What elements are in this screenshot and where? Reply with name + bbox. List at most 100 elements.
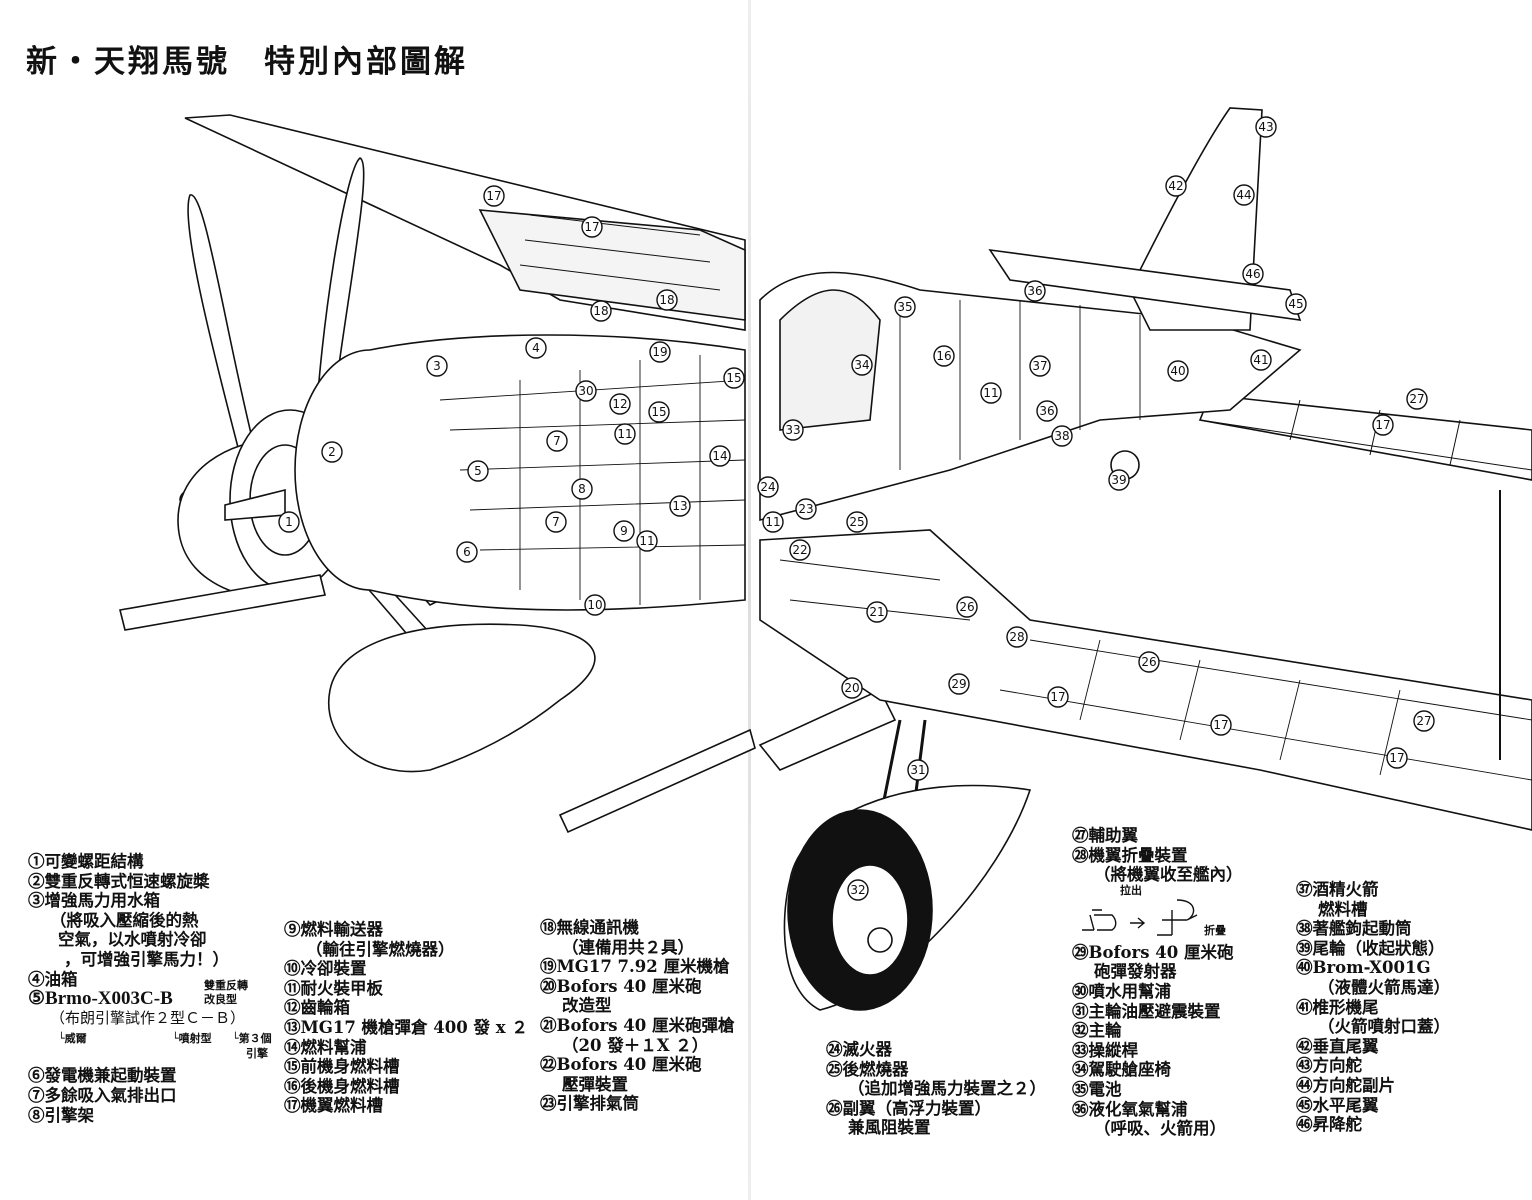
callout-34: 34 (851, 354, 873, 376)
callout-17: 17 (1210, 714, 1232, 736)
legend-item-note: 改造型 (562, 996, 612, 1016)
callout-number: 18 (593, 304, 608, 318)
wing-cannons (119, 574, 897, 834)
callout-number: 3 (433, 359, 441, 373)
callout-number: 35 (897, 300, 912, 314)
legend-item-2: ②雙重反轉式恒速螺旋槳 (28, 871, 210, 891)
callout-7: 7 (545, 511, 567, 533)
callout-circle (1024, 280, 1046, 302)
legend-column-3: ⑱無線通訊機 （連備用共２具） ⑲MG17 7.92 厘米機槍 ⑳Bofors … (540, 918, 735, 1114)
callout-circle (584, 594, 606, 616)
legend-item: ㊶椎形機尾 (1296, 997, 1379, 1017)
wing-fold-sketch: 拉出 折疊 (1072, 883, 1243, 943)
callout-number: 14 (712, 449, 727, 463)
callout-number: 19 (652, 345, 667, 359)
callout-number: 12 (612, 397, 627, 411)
callout-circle (546, 430, 568, 452)
callout-number: 33 (785, 423, 800, 437)
legend-column-4: ㉔滅火器 ㉕後燃燒器 （追加增強馬力裝置之２） ㉖副翼（高浮力裝置） 兼風阻裝置 (826, 1040, 1046, 1138)
legend-item: ㉓引擎排氣筒 (540, 1094, 639, 1114)
callout-number: 28 (1009, 630, 1024, 644)
callout-circle (1233, 184, 1255, 206)
callout-2: 2 (321, 441, 343, 463)
callout-number: 37 (1032, 359, 1047, 373)
callout-27: 27 (1413, 710, 1435, 732)
callout-number: 36 (1039, 404, 1054, 418)
belly-fairing (327, 623, 596, 773)
callout-10: 10 (584, 594, 606, 616)
legend-item: ㊺水平尾翼 (1296, 1095, 1379, 1115)
callout-17: 17 (1386, 747, 1408, 769)
callout-number: 34 (854, 358, 869, 372)
legend-item-5-annotation: 雙重反轉 (204, 979, 248, 992)
callout-13: 13 (669, 495, 691, 517)
callout-circle (456, 541, 478, 563)
callout-number: 15 (651, 405, 666, 419)
callout-number: 17 (1050, 690, 1065, 704)
callout-circle (1210, 714, 1232, 736)
legend-column-1: ①可變螺距結構 ②雙重反轉式恒速螺旋槳 ③增強馬力用水箱 （將吸入壓縮後的熱 空… (28, 852, 245, 1125)
legend-column-6: ㊲酒精火箭 燃料槽 ㊳著艦鉤起動筒 ㊴尾輪（收起狀態） ㊵Brom-X001G … (1296, 880, 1450, 1135)
callout-circle (614, 423, 636, 445)
callout-38: 38 (1051, 425, 1073, 447)
legend-item: ㉔滅火器 (826, 1040, 892, 1059)
callout-number: 39 (1111, 473, 1126, 487)
callout-circle (709, 445, 731, 467)
callout-circle (609, 393, 631, 415)
legend-item: ⑬MG17 機槍彈倉 400 發 x ２ (284, 1017, 528, 1037)
callout-circle (656, 289, 678, 311)
page-title: 新・天翔馬號 特別內部圖解 (26, 44, 468, 80)
legend-column-2: ⑨燃料輸送器 （輸往引擎燃燒器） ⑩冷卻裝置 ⑪耐火裝甲板 ⑫齒輪箱 ⑬MG17… (284, 920, 528, 1116)
callout-14: 14 (709, 445, 731, 467)
callout-27: 27 (1406, 388, 1428, 410)
legend-item: ㉞駕駛艙座椅 (1072, 1060, 1171, 1080)
callout-number: 29 (951, 677, 966, 691)
legend-item: ㉝操縱桿 (1072, 1040, 1138, 1060)
callout-number: 44 (1236, 188, 1251, 202)
legend-item-1: ①可變螺距結構 (28, 852, 144, 871)
callout-number: 17 (1375, 418, 1390, 432)
callout-28: 28 (1006, 626, 1028, 648)
callout-16: 16 (933, 345, 955, 367)
callout-26: 26 (1138, 651, 1160, 673)
callout-circle (894, 296, 916, 318)
legend-item: ㊲酒精火箭 (1296, 880, 1379, 899)
callout-46: 46 (1242, 263, 1264, 285)
callout-circle (1029, 355, 1051, 377)
legend-item: ㊱液化氧氣幫浦 (1072, 1099, 1188, 1119)
wing-fold-arrow-icon (1082, 899, 1198, 936)
callout-circle (948, 673, 970, 695)
legend-item-5-note: （布朗引擎試作２型Ｃ－Ｂ） (50, 1008, 246, 1027)
callout-circle (866, 601, 888, 623)
wing-fold-pull-label: 拉出 (1120, 883, 1142, 897)
callout-circle (1167, 360, 1189, 382)
callout-number: 5 (474, 464, 482, 478)
legend-item: ⑳Bofors 40 厘米砲 (540, 976, 702, 996)
callout-circle (1051, 425, 1073, 447)
callout-number: 17 (1389, 751, 1404, 765)
callout-number: 31 (910, 763, 925, 777)
callout-circle (1108, 469, 1130, 491)
callout-circle (483, 185, 505, 207)
callout-35: 35 (894, 296, 916, 318)
callout-33: 33 (782, 419, 804, 441)
legend-item: ㉟電池 (1072, 1079, 1122, 1099)
page-gutter (748, 0, 751, 1200)
callout-number: 11 (617, 427, 632, 441)
callout-number: 22 (792, 543, 807, 557)
legend-item-note: 兼風阻裝置 (848, 1118, 931, 1138)
callout-11: 11 (762, 511, 784, 533)
callout-11: 11 (636, 530, 658, 552)
legend-item-3-note: ，可增強引擎馬力！） (64, 949, 229, 969)
callout-number: 36 (1027, 284, 1042, 298)
legend-item-note: （追加增強馬力裝置之２） (848, 1079, 1046, 1099)
callout-number: 9 (620, 524, 628, 538)
legend-item-8: ⑧引擎架 (28, 1105, 94, 1125)
legend-item: ㉛主輪油壓避震裝置 (1072, 1001, 1221, 1021)
legend-item-note: （連備用共２具） (562, 937, 694, 957)
legend-item-3: ③增強馬力用水箱 (28, 891, 160, 911)
callout-19: 19 (649, 341, 671, 363)
callout-45: 45 (1285, 293, 1307, 315)
legend-item-5-annotation: 改良型 (204, 993, 237, 1006)
